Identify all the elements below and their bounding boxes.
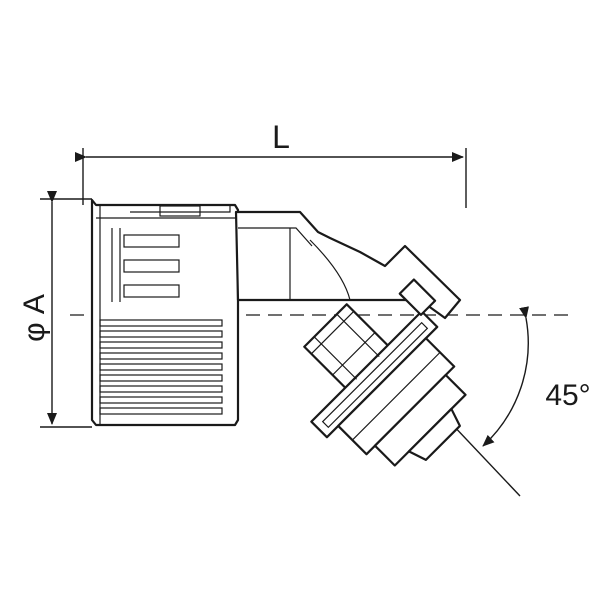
dimension-diameter: φ A <box>18 191 92 428</box>
latch-slots <box>111 204 231 302</box>
diameter-label: φ A <box>18 294 51 342</box>
outlet-tip <box>407 407 461 461</box>
union-nut <box>90 198 240 427</box>
angle-arc <box>482 306 529 447</box>
grip-ribs <box>99 319 223 415</box>
dimension-length: L <box>75 119 467 208</box>
angled-outlet <box>303 278 467 467</box>
angle-label: 45° <box>545 379 590 412</box>
outlet-top-lug <box>398 278 437 316</box>
length-label: L <box>272 119 290 155</box>
